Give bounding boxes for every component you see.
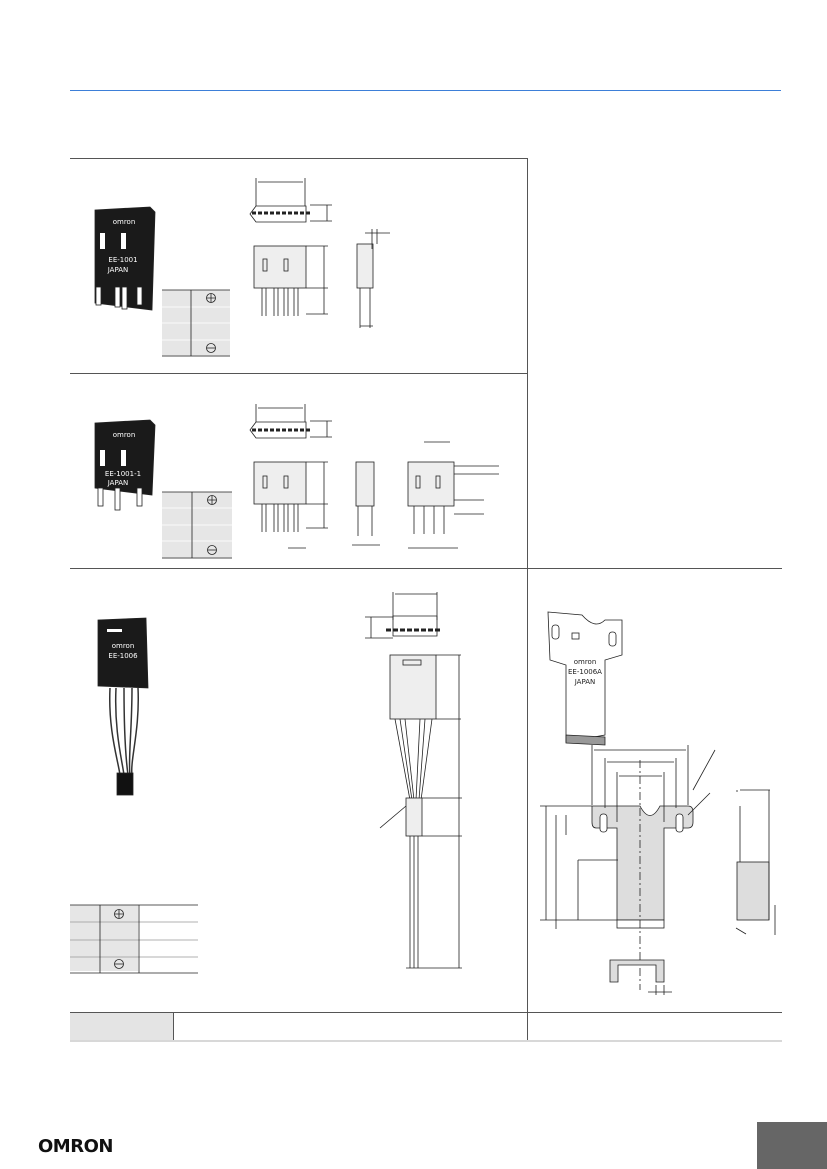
connector-cable-photo: omron EE-1006 [97, 617, 149, 796]
pin-table-3 [70, 904, 198, 974]
photo-marking-model: EE-1001-1 [105, 470, 141, 478]
frame-divider [527, 158, 528, 1040]
frame-top [70, 158, 527, 159]
photo-marking-brand: omron [113, 431, 136, 439]
dimension-drawing-1 [249, 178, 390, 328]
photo-marking-origin: JAPAN [107, 479, 129, 487]
photo-marking-origin: JAPAN [107, 266, 129, 274]
header-rule [70, 90, 781, 91]
section-divider-2 [70, 568, 782, 569]
photo-marking-origin: JAPAN [574, 678, 596, 686]
omron-logo: OMRON [38, 1136, 113, 1157]
connector-photo-1: omron EE-1001 JAPAN [94, 206, 156, 311]
section-divider-1 [70, 373, 527, 374]
page-number-tab [757, 1122, 827, 1169]
photo-marking-model: EE-1001 [108, 256, 137, 264]
dimension-drawing-3 [365, 592, 462, 969]
pin-table-2 [162, 491, 232, 559]
dimension-drawing-2 [249, 404, 499, 549]
photo-marking-model: EE-1006A [568, 668, 602, 676]
photo-marking-model: EE-1006 [108, 652, 138, 660]
connector-photo-2: omron EE-1001-1 JAPAN [94, 419, 156, 511]
photo-marking-brand: omron [574, 658, 597, 666]
bottom-table-header-cell [70, 1013, 174, 1040]
photo-marking-brand: omron [112, 642, 135, 650]
bottom-table-top [70, 1012, 782, 1013]
photo-marking-brand: omron [113, 218, 136, 226]
bracket-photo: omron EE-1006A JAPAN [547, 611, 623, 746]
bracket-drawing [540, 745, 776, 995]
pin-table-1 [162, 289, 230, 357]
bottom-table-rule [70, 1040, 782, 1042]
